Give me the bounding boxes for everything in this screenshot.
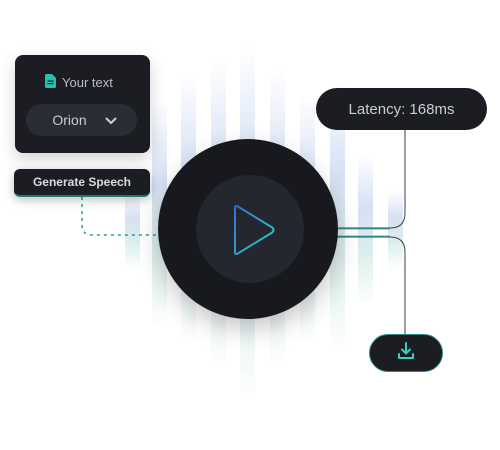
waveform-bar	[358, 155, 373, 305]
waveform-bar	[125, 190, 140, 270]
text-input-card: Your text Orion	[15, 55, 150, 153]
waveform-bar	[330, 80, 345, 350]
audio-player	[158, 139, 338, 319]
chevron-down-icon	[105, 112, 117, 128]
latency-badge: Latency: 168ms	[316, 88, 487, 130]
text-input-header: Your text	[45, 74, 113, 91]
play-button[interactable]	[196, 175, 304, 283]
document-icon	[45, 74, 56, 91]
voice-select-value: Orion	[52, 112, 87, 128]
voice-select[interactable]: Orion	[26, 104, 137, 136]
play-icon	[231, 204, 277, 261]
generate-speech-button[interactable]: Generate Speech	[14, 169, 150, 197]
download-button[interactable]	[369, 334, 443, 372]
download-icon	[396, 341, 416, 366]
text-input-title: Your text	[62, 75, 113, 90]
waveform-bar	[388, 190, 403, 270]
